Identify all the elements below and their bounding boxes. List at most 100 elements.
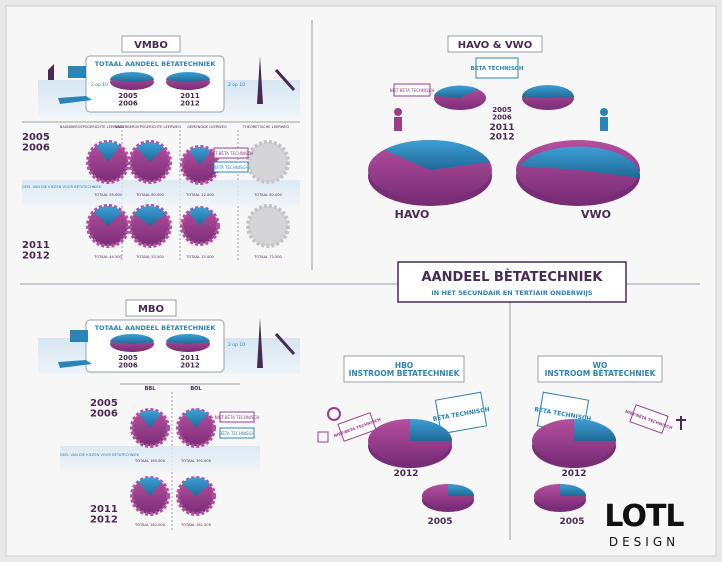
mbo-gear-4	[176, 476, 216, 516]
mbo-tag-niet-box	[219, 411, 255, 423]
hbo-year-a: 2012	[393, 469, 418, 479]
checkbox-icon	[317, 431, 329, 443]
hbo-sign-box	[434, 391, 488, 435]
havo-tag-niet-box	[393, 83, 431, 97]
vmbo-title: VMBO	[134, 40, 168, 51]
havo-tag-niet: NIET-BÈTA TECHNISCH	[390, 88, 435, 93]
vmbo-column-headers: BASISBEROEPSGERICHTE LEERWEG KADERBEROEP…	[22, 121, 300, 129]
person-male-icon	[600, 108, 608, 116]
havo-pie-2005-beta	[434, 85, 478, 98]
wo-pie-2005	[534, 484, 586, 512]
mbo-title-box	[125, 299, 177, 317]
center-subtitle: IN HET SECUNDAIR EN TERTIAIR ONDERWIJS	[431, 289, 593, 297]
vmbo-total-bottom-3: TOTAAL 73.500	[253, 255, 282, 259]
vmbo-total-top-1: TOTAAL 60.000	[135, 193, 164, 197]
vmbo-gear-1	[86, 140, 130, 184]
airplane-icon	[58, 96, 92, 104]
mbo-total-top-1: TOTAAL 391.000	[180, 459, 212, 463]
vmbo-total-top-2: TOTAAL 22.000	[185, 193, 214, 197]
vmbo-total-top-3: TOTAAL 80.000	[253, 193, 282, 197]
mbo-summary-pie-a-beta	[110, 334, 154, 344]
mbo-gear-1	[130, 408, 170, 448]
monitor-icon	[68, 66, 86, 78]
vmbo-gear-4	[246, 140, 290, 184]
logo-bottom: DESIGN	[609, 535, 679, 549]
lotl-logo: LOTL DESIGN	[604, 499, 685, 549]
person-female-icon	[394, 108, 402, 116]
mbo-tag-beta: BÈTA TECHNISCH	[220, 431, 255, 436]
mbo-gear-3	[130, 476, 170, 516]
vmbo-middle-band	[22, 180, 300, 206]
mbo-total-top-0: TOTAAL 165.000	[134, 459, 166, 463]
wo-title-box	[537, 355, 663, 383]
vwo-label: VWO	[581, 208, 611, 221]
havo-title-box	[447, 35, 543, 53]
mbo-summary-box	[85, 319, 225, 373]
wo-sign-niet-box	[629, 404, 669, 434]
vmbo-gear-7	[180, 206, 220, 246]
mbo-gear-2	[176, 408, 216, 448]
vmbo-title-box	[121, 35, 181, 53]
vmbo-ratio-left: 2 op 10	[91, 82, 108, 88]
mbo-col-bol: BOL	[190, 386, 202, 392]
airplane-icon-mbo	[58, 360, 92, 368]
tower-icon	[257, 56, 263, 104]
person-male-body-icon	[600, 117, 608, 131]
wo-year-a: 2012	[561, 469, 586, 479]
vmbo-total-bottom-0: TOTAAL 44.500	[93, 255, 122, 259]
vwo-pie-2011	[516, 140, 641, 206]
vmbo-ratio-right: 2 op 10	[228, 82, 245, 88]
mbo-tag-niet: NIET-BÈTA TECHNISCH	[215, 415, 260, 420]
mbo-total-bottom-0: TOTAAL 162.000	[134, 523, 166, 527]
wrench-icon	[274, 68, 296, 92]
center-title-block: AANDEEL BÈTATECHNIEK IN HET SECUNDAIR EN…	[397, 261, 627, 303]
havo-tag-beta: BÈTA TECHNISCH	[471, 64, 524, 72]
havo-title: HAVO & VWO	[458, 40, 532, 51]
logo-top: LOTL	[604, 499, 684, 534]
center-title: AANDEEL BÈTATECHNIEK	[422, 269, 604, 285]
wrench-icon-mbo	[274, 332, 296, 356]
havo-label: HAVO	[395, 208, 430, 221]
lab-flask-icon	[48, 64, 54, 80]
vmbo-summary-pie-b-beta	[166, 72, 210, 82]
mbo-middle-band	[60, 446, 260, 472]
mbo-ratio: 2 op 10	[228, 342, 245, 348]
vmbo-tag-niet: NIET-BÈTA TECHNISCH	[209, 151, 254, 156]
wo-pie-2012	[532, 419, 616, 468]
vmbo-col-0: BASISBEROEPSGERICHTE LEERWEG	[60, 125, 124, 129]
vmbo-note: DEEL VAN DIE KIEZEN VOOR BÈTATECHNIEK	[22, 184, 102, 189]
gear-icon	[327, 407, 341, 421]
hbo-pie-2012	[368, 419, 452, 468]
monitor-icon-mbo	[70, 330, 88, 342]
vmbo-gear-5	[86, 204, 130, 248]
vmbo-summary-pie-a-beta	[110, 72, 154, 82]
vmbo-tag-beta: BÈTA TECHNISCH	[214, 165, 249, 170]
person-female-body-icon	[394, 117, 402, 131]
vmbo-summary-title: TOTAAL AANDEEL BÈTATECHNIEK	[95, 59, 217, 68]
hbo-title-box	[343, 355, 465, 383]
mbo-total-bottom-1: TOTAAL 181.500	[180, 523, 212, 527]
hbo-sign-niet-box	[337, 412, 377, 442]
hbo-year-b: 2005	[427, 517, 452, 527]
scale-icon	[676, 416, 686, 430]
havo-pie-2011	[368, 139, 492, 206]
vmbo-summary-box	[85, 55, 225, 113]
vmbo-gear-6	[128, 204, 172, 248]
wo-year-b: 2005	[559, 517, 584, 527]
vmbo-gear-2	[128, 140, 172, 184]
mbo-note: DEEL VAN DIE KIEZEN VOOR BÈTATECHNIEK	[60, 452, 140, 457]
